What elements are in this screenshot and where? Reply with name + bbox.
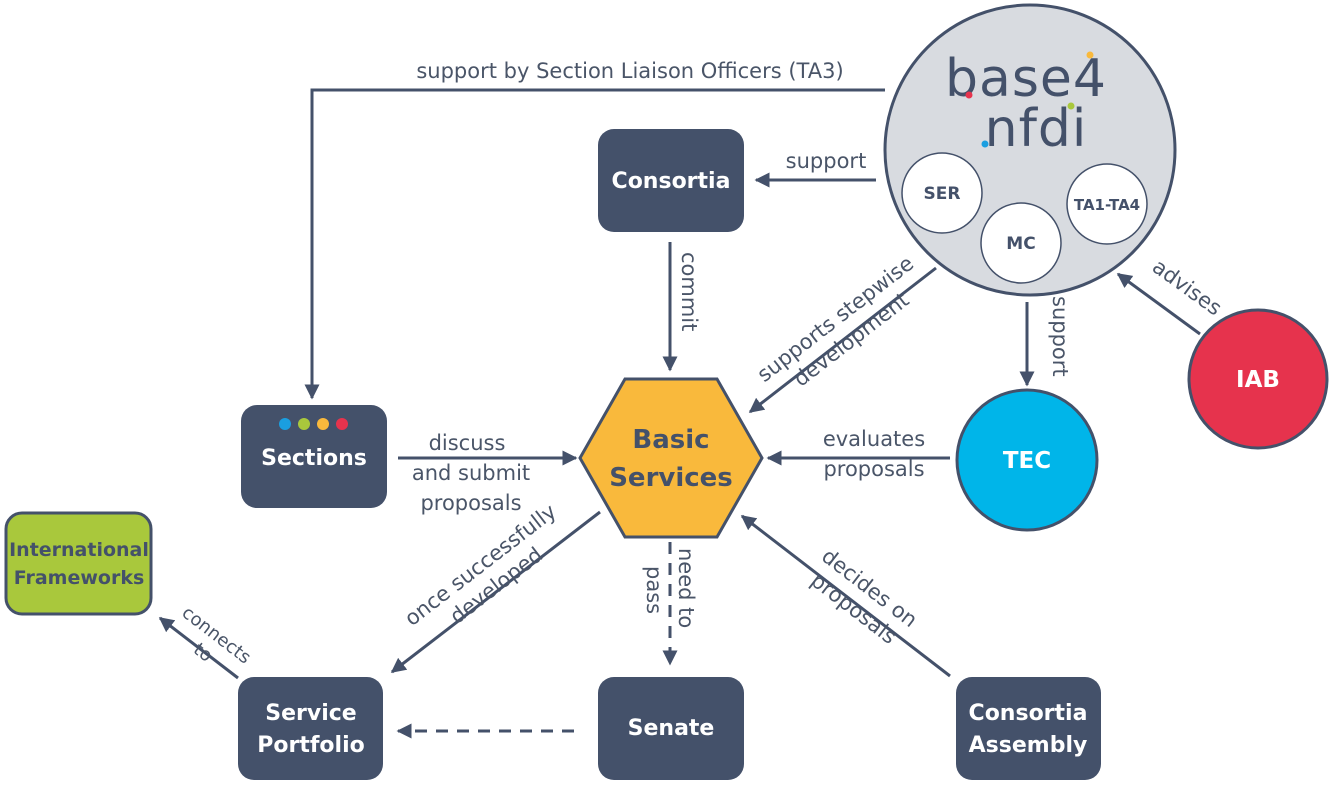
- svg-text:IAB: IAB: [1236, 367, 1280, 393]
- edge-advises: [1116, 272, 1201, 336]
- svg-text:Portfolio: Portfolio: [257, 733, 365, 758]
- node-senate[interactable]: Senate: [598, 677, 744, 780]
- edge-label-evaluates-2: proposals: [823, 457, 924, 481]
- sections-dot-orange: [317, 418, 329, 430]
- edge-label-evaluates-1: evaluates: [823, 427, 925, 451]
- sections-dot-blue: [279, 418, 291, 430]
- node-service-portfolio[interactable]: Service Portfolio: [238, 677, 383, 780]
- edge-label-need-to: need to: [674, 548, 698, 628]
- svg-text:Frameworks: Frameworks: [14, 567, 145, 589]
- edge-label-support-tec: support: [1048, 296, 1072, 377]
- svg-text:Service: Service: [265, 701, 356, 726]
- edge-support-liaison: [304, 88, 885, 400]
- svg-text:Services: Services: [609, 463, 733, 493]
- svg-text:Senate: Senate: [628, 716, 715, 741]
- edge-label-discuss-2: and submit: [412, 461, 530, 485]
- edge-label-connects: connects: [178, 602, 255, 668]
- node-iab[interactable]: IAB: [1187, 308, 1329, 450]
- logo-dot-green: [1067, 102, 1075, 110]
- member-ta1-ta4[interactable]: TA1-TA4: [1066, 163, 1148, 245]
- svg-text:Consortia: Consortia: [969, 701, 1088, 726]
- edge-supports-stepwise: [748, 266, 937, 414]
- edge-decides-on: [740, 514, 951, 678]
- svg-text:Consortia: Consortia: [612, 169, 731, 194]
- member-ser[interactable]: SER: [901, 152, 983, 234]
- edge-label-pass: pass: [642, 566, 666, 614]
- edge-connects-to: [158, 616, 239, 680]
- svg-text:MC: MC: [1006, 234, 1035, 254]
- node-consortia-assembly[interactable]: Consortia Assembly: [956, 677, 1101, 780]
- edge-label-discuss-3: proposals: [420, 491, 521, 515]
- node-sections[interactable]: Sections: [241, 405, 387, 508]
- edge-label-commit: commit: [677, 252, 701, 331]
- sections-dot-red: [336, 418, 348, 430]
- svg-text:Sections: Sections: [261, 446, 367, 471]
- edge-label-support-liaison: support by Section Liaison Officers (TA3…: [416, 59, 843, 83]
- logo-dot-blue: [981, 140, 989, 148]
- svg-text:Basic: Basic: [632, 425, 709, 455]
- edge-label-advises: advises: [1148, 254, 1226, 320]
- svg-text:International: International: [9, 539, 149, 561]
- base4nfdi-logo-line1: base4: [945, 49, 1107, 109]
- logo-dot-orange: [1086, 51, 1094, 59]
- node-tec[interactable]: TEC: [955, 388, 1099, 532]
- edge-label-support-consortia: support: [786, 149, 867, 173]
- edge-once-developed: [390, 510, 601, 674]
- svg-text:SER: SER: [924, 184, 961, 204]
- node-basic-services[interactable]: Basic Services: [578, 377, 764, 539]
- node-international-frameworks[interactable]: International Frameworks: [4, 511, 153, 616]
- edge-label-discuss-1: discuss: [429, 431, 506, 455]
- svg-text:Assembly: Assembly: [969, 733, 1088, 758]
- base4nfdi-circle[interactable]: base4 nfdi SER MC TA1-TA4: [883, 3, 1177, 297]
- sections-dot-green: [298, 418, 310, 430]
- node-consortia[interactable]: Consortia: [598, 129, 744, 232]
- svg-text:TEC: TEC: [1003, 448, 1051, 474]
- member-mc[interactable]: MC: [980, 202, 1062, 284]
- svg-text:TA1-TA4: TA1-TA4: [1074, 196, 1140, 214]
- logo-dot-red: [965, 91, 973, 99]
